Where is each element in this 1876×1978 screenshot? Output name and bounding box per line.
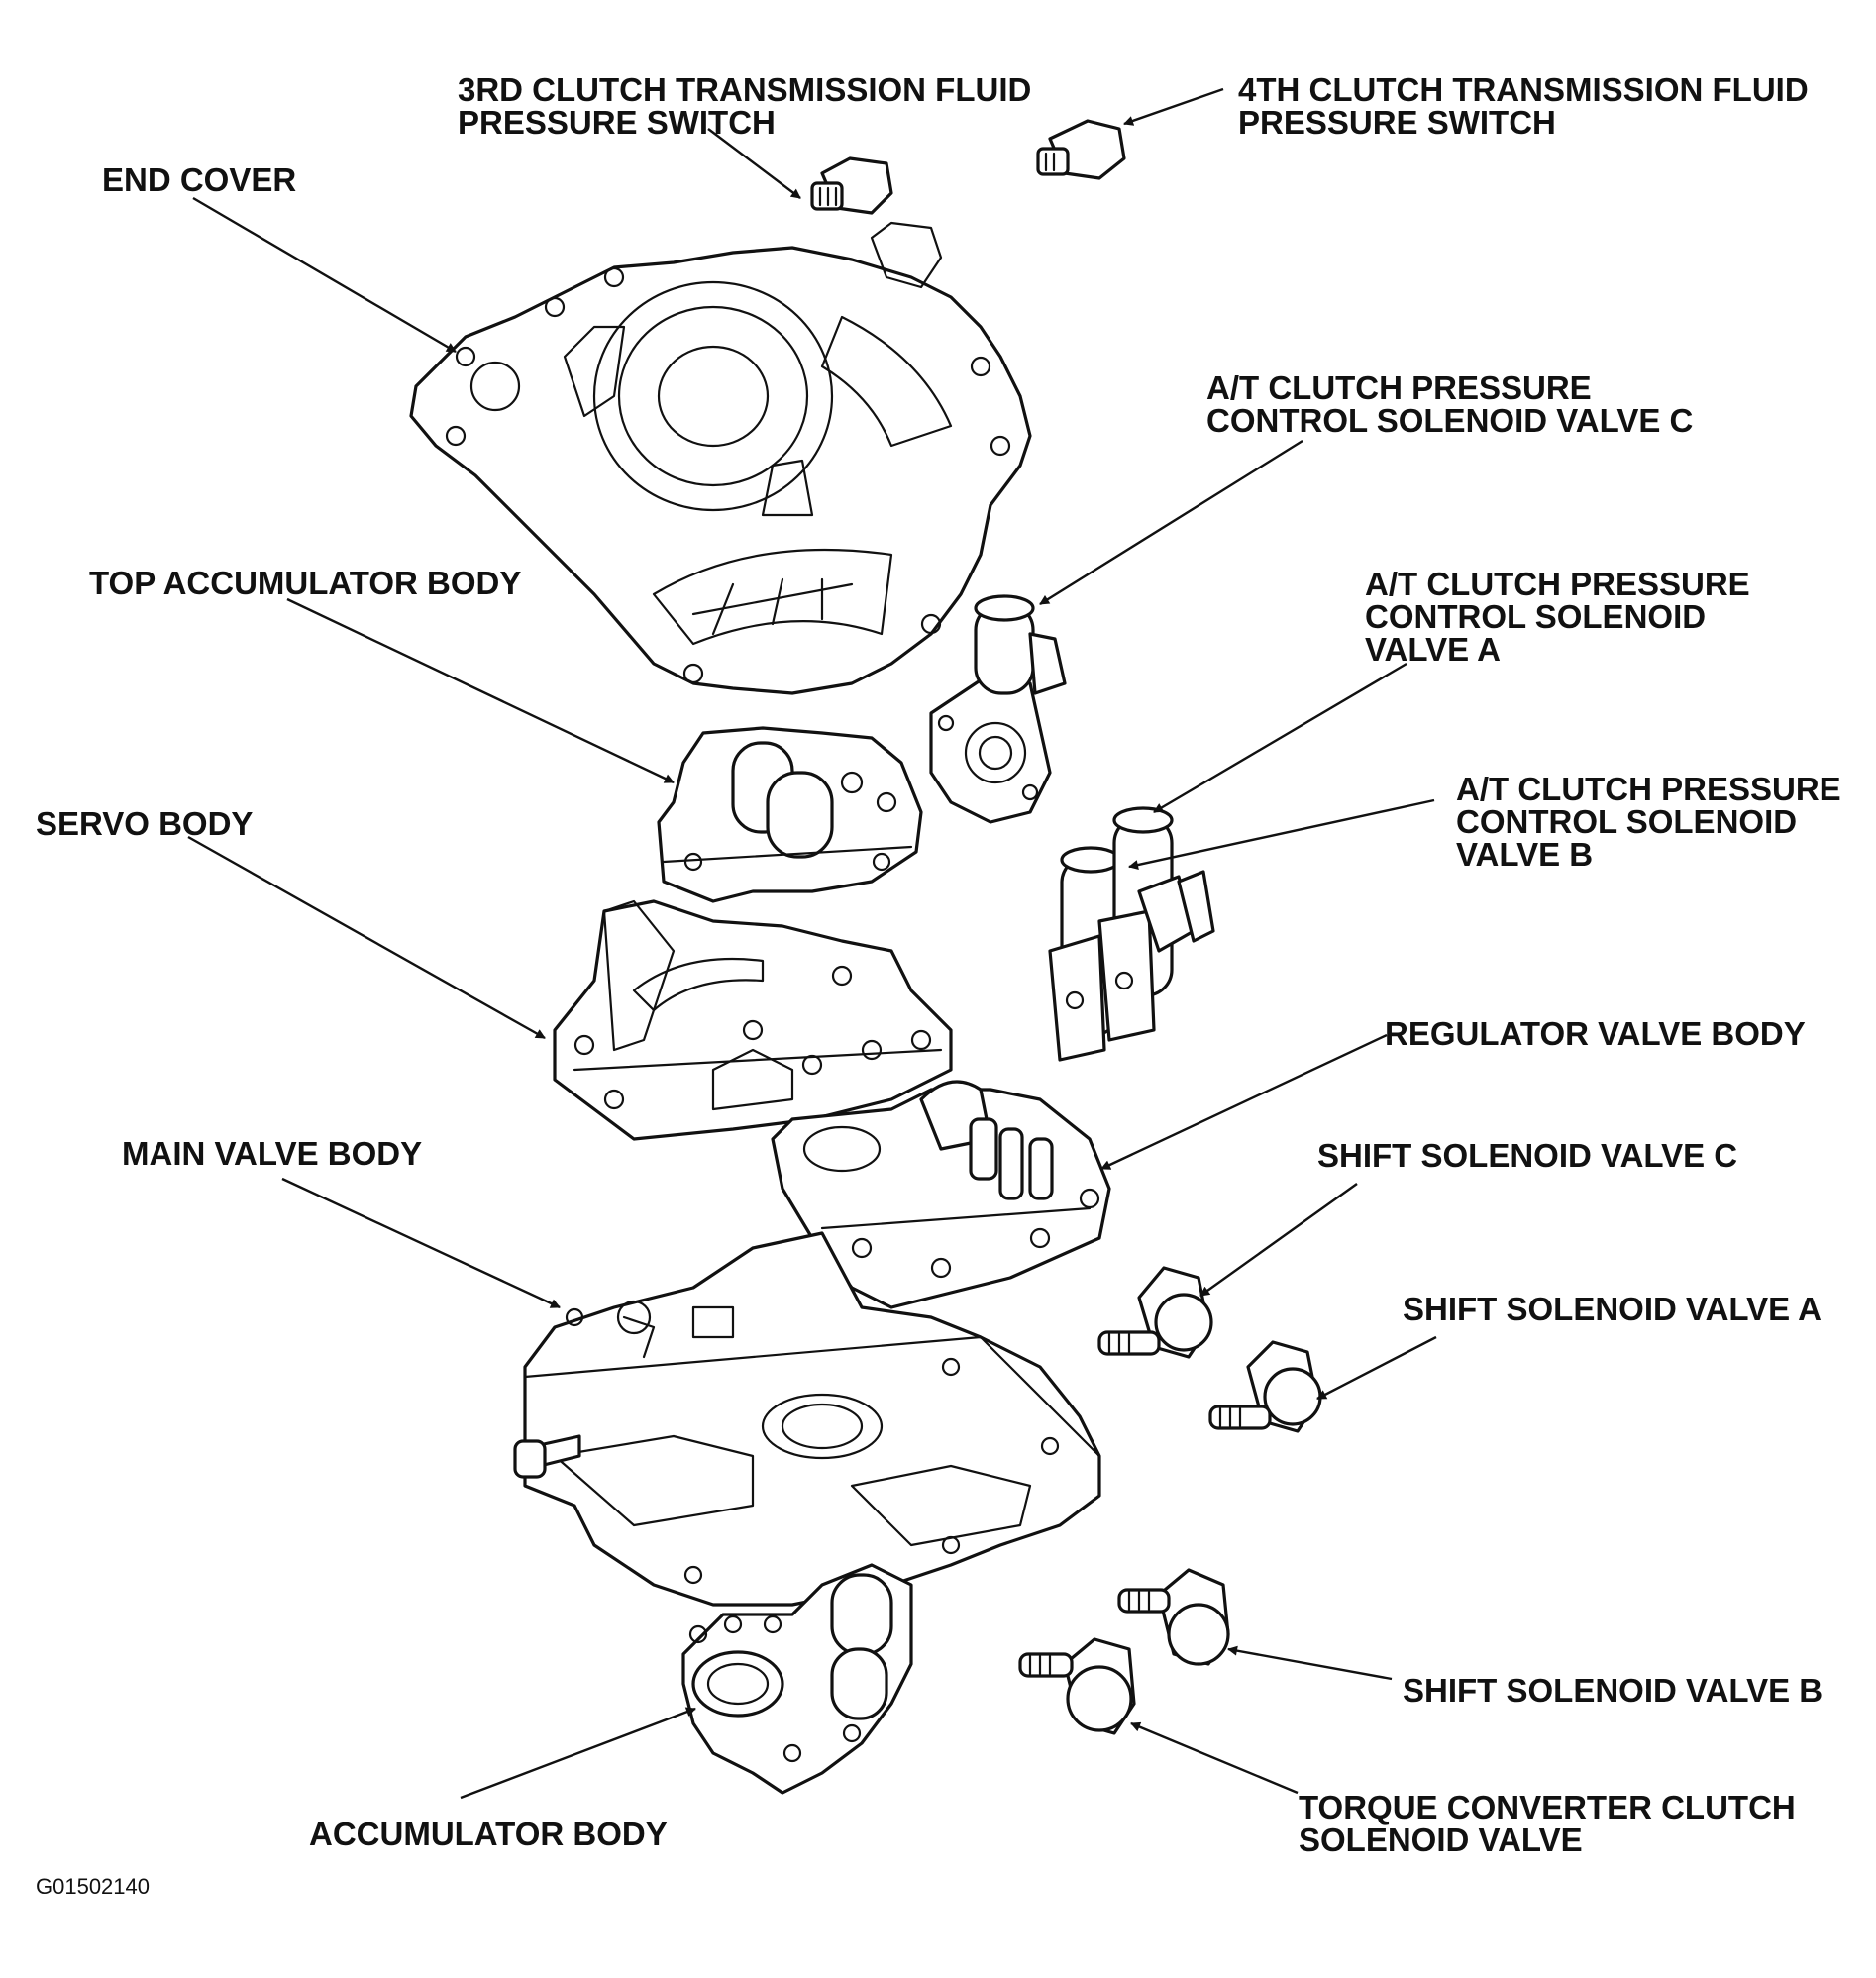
leader-shift-solenoid-a — [1316, 1335, 1437, 1401]
label-fourth-clutch-switch: 4TH CLUTCH TRANSMISSION FLUID PRESSURE S… — [1238, 73, 1809, 139]
label-line: VALVE B — [1456, 836, 1594, 873]
label-line: PRESSURE SWITCH — [458, 104, 776, 141]
servo-body-part — [553, 899, 953, 1141]
leader-accumulator-body — [460, 1707, 696, 1800]
solenoid-valves-a-b-part — [1048, 806, 1215, 1062]
top-accumulator-body-part — [657, 726, 923, 903]
label-line: MAIN VALVE BODY — [122, 1135, 423, 1172]
label-regulator-valve: REGULATOR VALVE BODY — [1385, 1017, 1806, 1050]
accumulator-body-part — [681, 1563, 913, 1795]
label-line: CONTROL SOLENOID VALVE C — [1206, 402, 1694, 439]
leader-main-valve — [281, 1177, 561, 1309]
label-line: TORQUE CONVERTER CLUTCH — [1299, 1789, 1796, 1825]
label-line: SHIFT SOLENOID VALVE B — [1403, 1672, 1824, 1709]
label-line: 3RD CLUTCH TRANSMISSION FLUID — [458, 71, 1032, 108]
label-line: A/T CLUTCH PRESSURE — [1206, 369, 1592, 406]
label-line: END COVER — [102, 161, 297, 198]
label-line: SOLENOID VALVE — [1299, 1822, 1583, 1858]
label-solenoid-a: A/T CLUTCH PRESSURE CONTROL SOLENOID VAL… — [1365, 568, 1750, 666]
label-shift-solenoid-c: SHIFT SOLENOID VALVE C — [1317, 1139, 1737, 1172]
label-line: SERVO BODY — [36, 805, 254, 842]
leader-fourth-clutch-switch — [1123, 87, 1224, 126]
label-end-cover: END COVER — [102, 163, 296, 196]
leader-regulator-valve — [1100, 1033, 1388, 1171]
leader-end-cover — [192, 196, 457, 354]
leader-servo-body — [187, 835, 546, 1040]
label-line: 4TH CLUTCH TRANSMISSION FLUID — [1238, 71, 1809, 108]
label-shift-solenoid-b: SHIFT SOLENOID VALVE B — [1403, 1674, 1823, 1707]
label-torque-converter: TORQUE CONVERTER CLUTCH SOLENOID VALVE — [1299, 1791, 1796, 1856]
leader-solenoid-c — [1039, 439, 1303, 606]
label-line: SHIFT SOLENOID VALVE C — [1317, 1137, 1738, 1174]
label-line: CONTROL SOLENOID — [1365, 598, 1707, 635]
torque-converter-solenoid-part — [1018, 1637, 1136, 1735]
label-top-accumulator: TOP ACCUMULATOR BODY — [89, 567, 521, 599]
label-servo-body: SERVO BODY — [36, 807, 253, 840]
label-main-valve: MAIN VALVE BODY — [122, 1137, 422, 1170]
shift-solenoid-b-part — [1117, 1568, 1230, 1666]
leader-top-accumulator — [286, 597, 675, 784]
regulator-valve-body-part — [771, 1080, 1111, 1309]
main-valve-body-part — [513, 1231, 1101, 1607]
leader-shift-solenoid-b — [1227, 1645, 1393, 1681]
label-line: PRESSURE SWITCH — [1238, 104, 1556, 141]
figure-code: G01502140 — [36, 1874, 150, 1899]
leader-solenoid-b — [1128, 798, 1435, 870]
solenoid-valve-c-part — [929, 594, 1067, 824]
label-solenoid-b: A/T CLUTCH PRESSURE CONTROL SOLENOID VAL… — [1456, 773, 1841, 871]
label-line: VALVE A — [1365, 631, 1501, 668]
fourth-clutch-pressure-switch-part — [1036, 119, 1126, 180]
label-shift-solenoid-a: SHIFT SOLENOID VALVE A — [1403, 1293, 1822, 1325]
label-line: CONTROL SOLENOID — [1456, 803, 1798, 840]
leader-third-clutch-switch — [707, 128, 801, 199]
end-cover-part — [409, 221, 1032, 695]
label-line: A/T CLUTCH PRESSURE — [1365, 566, 1750, 602]
leader-solenoid-a — [1153, 662, 1407, 814]
label-line: ACCUMULATOR BODY — [309, 1816, 668, 1852]
label-solenoid-c: A/T CLUTCH PRESSURE CONTROL SOLENOID VAL… — [1206, 371, 1693, 437]
label-line: REGULATOR VALVE BODY — [1385, 1015, 1806, 1052]
third-clutch-pressure-switch-part — [810, 156, 893, 215]
leader-shift-solenoid-c — [1199, 1183, 1358, 1297]
leader-torque-converter — [1130, 1721, 1299, 1795]
label-third-clutch-switch: 3RD CLUTCH TRANSMISSION FLUID PRESSURE S… — [458, 73, 1031, 139]
leader-lines — [187, 87, 1437, 1800]
label-line: A/T CLUTCH PRESSURE — [1456, 771, 1841, 807]
label-line: TOP ACCUMULATOR BODY — [89, 565, 522, 601]
shift-solenoid-c-part — [1097, 1266, 1213, 1359]
shift-solenoid-a-part — [1208, 1340, 1322, 1433]
label-line: SHIFT SOLENOID VALVE A — [1403, 1291, 1822, 1327]
label-accumulator-body: ACCUMULATOR BODY — [309, 1818, 668, 1850]
